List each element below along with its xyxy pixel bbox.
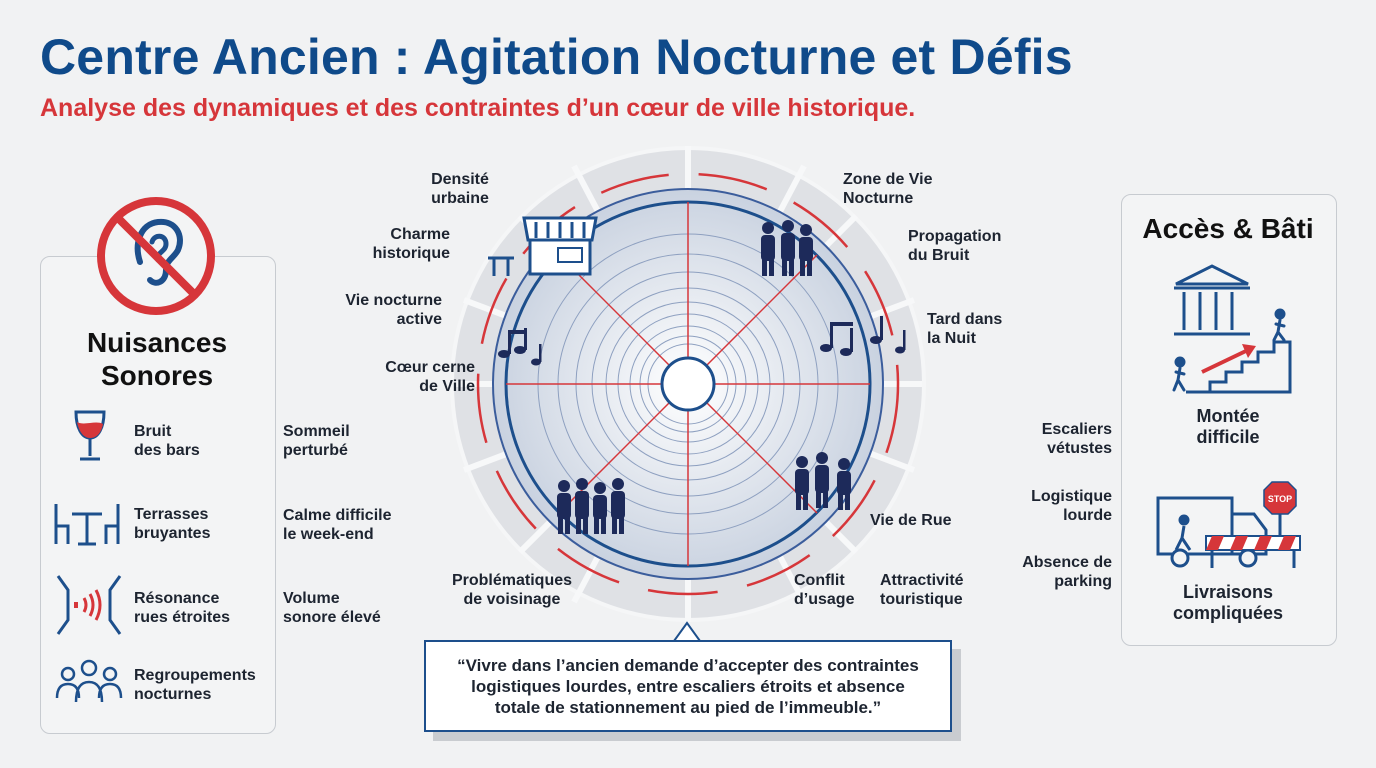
city-center-map: [450, 146, 926, 622]
page-subtitle: Analyse des dynamiques et des contrainte…: [40, 94, 916, 122]
map-label-propagation: Propagation du Bruit: [908, 228, 1002, 264]
map-label-neighborhood: Problématiques de voisinage: [451, 572, 573, 608]
people-group-icon: [761, 220, 813, 276]
noise-panel: [40, 256, 276, 734]
side-label-stairs: Escaliers vétustes: [1041, 421, 1112, 457]
shop-awning-icon: [488, 216, 598, 276]
side-label-logistics: Logistique lourde: [1031, 488, 1112, 524]
gathering-label: Regroupements nocturnes: [134, 667, 256, 703]
noise-title-line1: Nuisances: [86, 327, 228, 358]
terrace-table-icon: [54, 504, 120, 546]
quote-line1: “Vivre dans l’ancien demande d’accepter …: [457, 655, 919, 675]
sleep-effect-label: Sommeil perturbé: [283, 423, 350, 459]
quote-pointer: [673, 621, 701, 642]
sound-resonance-icon: [56, 575, 122, 635]
group-people-icon: [55, 659, 123, 703]
stairs-building-icon: [1172, 264, 1292, 394]
map-label-street-life: Vie de Rue: [870, 512, 952, 529]
moon-icon: [660, 356, 716, 412]
weekend-calm-label: Calme difficile le week-end: [283, 507, 392, 543]
map-label-tourism: Attractivité touristique: [880, 572, 964, 608]
no-noise-icon: [97, 197, 215, 315]
quote-line3: totale de stationnement au pied de l’imm…: [494, 697, 882, 717]
side-label-parking: Absence de parking: [1022, 554, 1112, 590]
page-title: Centre Ancien : Agitation Nocturne et Dé…: [40, 29, 1073, 85]
map-label-night-zone: Zone de Vie Nocturne: [843, 171, 933, 207]
map-label-late: Tard dans la Nuit: [927, 311, 1003, 347]
noise-panel-title: Nuisances Sonores: [40, 326, 274, 392]
terrace-noise-label: Terrasses bruyantes: [134, 506, 211, 542]
stop-sign-text: STOP: [1268, 494, 1292, 504]
noise-title-line2: Sonores: [100, 360, 214, 391]
map-label-conflict: Conflit d’usage: [794, 572, 855, 608]
quote-line2: logistiques lourdes, entre escaliers étr…: [471, 676, 905, 696]
access-panel: [1121, 194, 1337, 646]
delivery-truck-icon: STOP: [1156, 481, 1301, 568]
climb-label: Montée difficile: [1196, 406, 1260, 447]
map-label-charm: Charme historique: [372, 226, 450, 262]
map-label-nightlife: Vie nocturne active: [345, 292, 442, 328]
wine-glass-icon: [74, 410, 106, 461]
resonance-label: Résonance rues étroites: [134, 590, 231, 626]
access-panel-title: Accès & Bâti: [1142, 213, 1314, 244]
map-label-density: Densité urbaine: [431, 171, 489, 207]
quote-box: “Vivre dans l’ancien demande d’accepter …: [424, 640, 952, 732]
bars-noise-label: Bruit des bars: [134, 423, 200, 459]
map-label-heart: Cœur cerne de Ville: [385, 359, 475, 395]
delivery-label: Livraisons compliquées: [1172, 582, 1284, 623]
volume-effect-label: Volume sonore élevé: [283, 590, 381, 626]
music-notes-icon: [498, 328, 542, 366]
